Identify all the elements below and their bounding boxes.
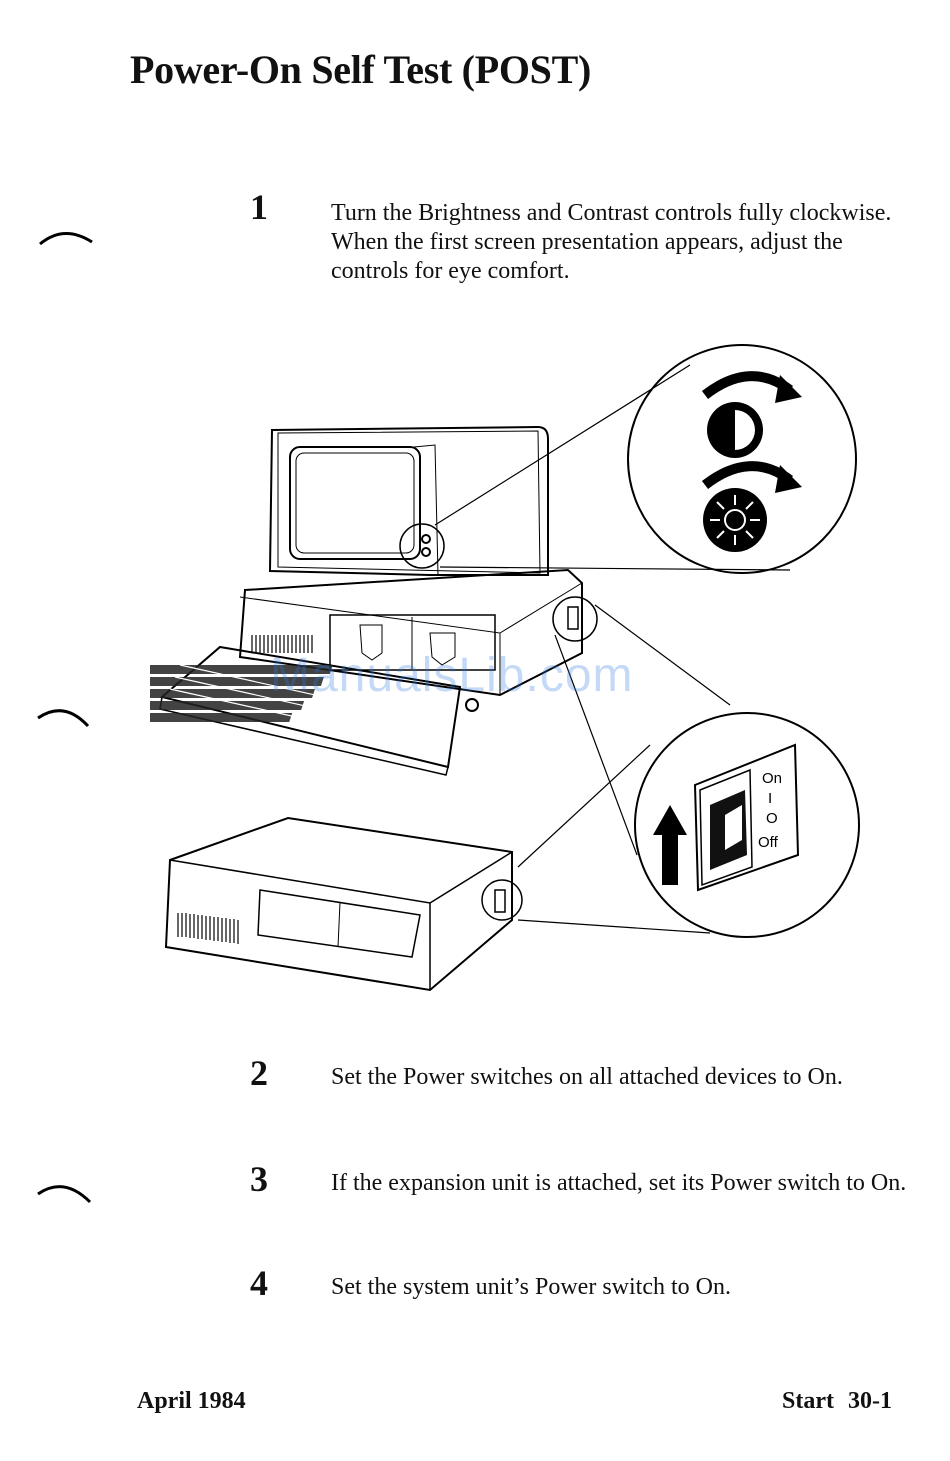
switch-on-label: On xyxy=(762,770,782,787)
callout-lines xyxy=(434,364,791,934)
watermark: ManualsLib.com xyxy=(270,649,634,702)
switch-off-label: Off xyxy=(758,834,779,851)
margin-mark xyxy=(37,1185,92,1204)
margin-mark xyxy=(39,232,93,246)
step-text-1: Turn the Brightness and Contrast control… xyxy=(331,200,892,284)
step-number-1: 1 xyxy=(250,187,268,227)
keyboard-drawing xyxy=(150,645,462,776)
pc-illustration: On I O Off xyxy=(150,344,860,992)
footer-page-number: Start 30-1 xyxy=(782,1388,892,1414)
power-switch-zoom-circle xyxy=(634,712,860,938)
expansion-unit-drawing xyxy=(164,816,523,992)
switch-off-symbol: O xyxy=(766,810,778,827)
step-number-2: 2 xyxy=(250,1053,268,1093)
step-text-3: If the expansion unit is attached, set i… xyxy=(331,1170,907,1196)
controls-zoom-circle xyxy=(627,344,857,574)
monitor-drawing xyxy=(268,425,549,576)
step-number-4: 4 xyxy=(250,1263,268,1303)
step-text-2: Set the Power switches on all attached d… xyxy=(331,1064,843,1090)
switch-on-symbol: I xyxy=(768,790,772,807)
page-title: Power-On Self Test (POST) xyxy=(130,47,591,92)
step-number-3: 3 xyxy=(250,1159,268,1199)
system-unit-drawing xyxy=(238,568,598,712)
margin-mark xyxy=(37,709,90,728)
footer-date: April 1984 xyxy=(137,1388,246,1414)
step-text-4: Set the system unit’s Power switch to On… xyxy=(331,1274,731,1300)
